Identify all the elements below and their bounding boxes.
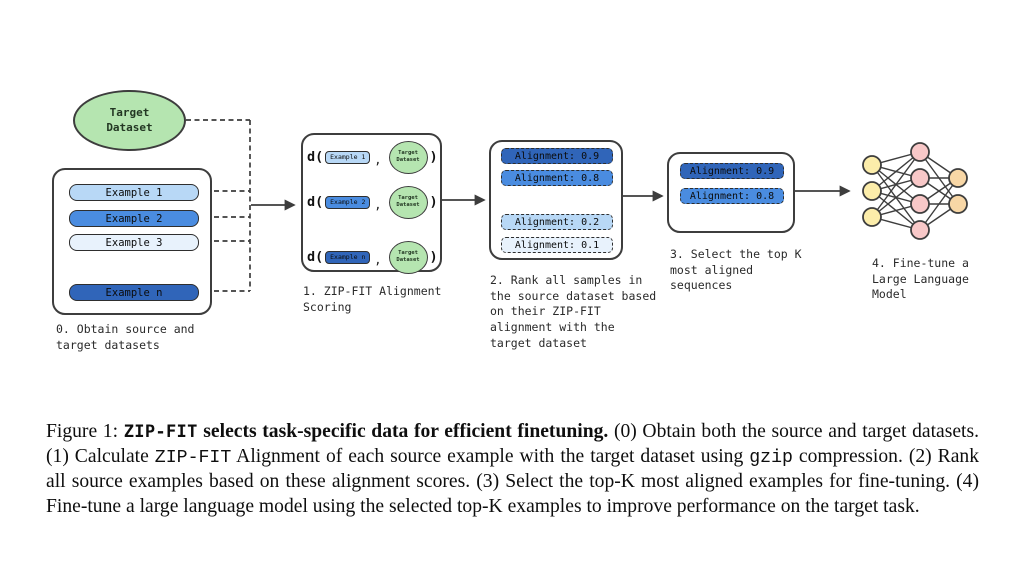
distance-close-paren: ) xyxy=(429,194,438,210)
example-pill: Example 3 xyxy=(69,234,199,251)
network-node xyxy=(910,194,930,214)
scoring-example-pill: Example n xyxy=(325,250,371,264)
alignment-pill-label: Alignment: 0.2 xyxy=(514,216,600,228)
target-dataset-ellipse: Target Dataset xyxy=(73,90,186,151)
scoring-row: d( Example 2 , Target Dataset ) xyxy=(307,184,440,220)
alignment-pill: Alignment: 0.8 xyxy=(680,188,784,204)
example-pill-label: Example n xyxy=(105,286,163,299)
alignment-pill-label: Alignment: 0.1 xyxy=(514,239,600,251)
distance-open-paren: d( xyxy=(307,149,324,165)
alignment-pill: Alignment: 0.2 xyxy=(501,214,613,230)
example-pill-label: Example 1 xyxy=(105,186,163,199)
example-pill: Example 2 xyxy=(69,210,199,227)
alignment-pill-label: Alignment: 0.8 xyxy=(514,172,600,184)
distance-close-paren: ) xyxy=(429,149,438,165)
network-node xyxy=(948,194,968,214)
rank-box: Alignment: 0.9 Alignment: 0.8 Alignment:… xyxy=(489,140,623,260)
distance-open-paren: d( xyxy=(307,249,324,265)
step2-caption: 2. Rank all samples in the source datase… xyxy=(490,273,657,350)
alignment-pill: Alignment: 0.1 xyxy=(501,237,613,253)
alignment-pill-label: Alignment: 0.8 xyxy=(689,190,775,202)
example-pill: Example 1 xyxy=(69,184,199,201)
alignment-pill: Alignment: 0.8 xyxy=(501,170,613,186)
network-node xyxy=(910,168,930,188)
example-pill-label: Example 2 xyxy=(105,212,163,225)
neural-network xyxy=(862,142,968,240)
step4-caption: 4. Fine-tune a Large Language Model xyxy=(872,256,969,302)
caption-segment: Alignment of each source example with th… xyxy=(231,445,750,467)
alignment-pill-label: Alignment: 0.9 xyxy=(514,150,600,162)
comma: , xyxy=(374,253,382,267)
caption-segment: gzip xyxy=(749,447,793,468)
alignment-pill: Alignment: 0.9 xyxy=(501,148,613,164)
caption-segment: selects task-specific data for efficient… xyxy=(197,421,609,442)
scoring-box: d( Example 1 , Target Dataset ) d( Examp… xyxy=(301,133,442,275)
caption-segment: ZIP-FIT xyxy=(154,447,232,468)
caption-segment: Figure 1: xyxy=(46,421,124,442)
alignment-pill-label: Alignment: 0.9 xyxy=(689,165,775,177)
distance-open-paren: d( xyxy=(307,194,324,210)
network-node xyxy=(862,181,882,201)
step1-caption: 1. ZIP-FIT Alignment Scoring xyxy=(303,284,442,314)
mini-target-ellipse: Target Dataset xyxy=(388,185,428,219)
comma: , xyxy=(374,153,382,167)
step0-caption: 0. Obtain source and target datasets xyxy=(56,322,195,352)
caption-segment: (0) Obtain both the source and target da… xyxy=(46,421,980,467)
mini-target-ellipse: Target Dataset xyxy=(388,240,428,274)
scoring-example-pill: Example 1 xyxy=(325,150,371,164)
scoring-example-pill: Example 2 xyxy=(325,195,371,209)
scoring-row: d( Example n , Target Dataset ) xyxy=(307,239,440,275)
example-pill: Example n xyxy=(69,284,199,301)
alignment-pill: Alignment: 0.9 xyxy=(680,163,784,179)
network-node xyxy=(862,207,882,227)
comma: , xyxy=(374,198,382,212)
mini-target-ellipse: Target Dataset xyxy=(388,140,428,174)
network-node xyxy=(862,155,882,175)
target-dataset-label: Target Dataset xyxy=(106,106,153,134)
select-box: Alignment: 0.9 Alignment: 0.8 xyxy=(667,152,795,233)
network-node xyxy=(910,142,930,162)
step3-caption: 3. Select the top K most aligned sequenc… xyxy=(670,247,802,293)
caption-segment: ZIP-FIT xyxy=(123,422,198,442)
network-node xyxy=(910,220,930,240)
example-pill-label: Example 3 xyxy=(105,236,163,249)
source-dataset-box: Example 1 Example 2 Example 3 Example n xyxy=(52,168,212,315)
figure-caption: Figure 1: ZIP-FIT selects task-specific … xyxy=(46,420,979,520)
caption-segment: compression. (2) Rank all source example… xyxy=(46,445,979,518)
network-node xyxy=(948,168,968,188)
scoring-row: d( Example 1 , Target Dataset ) xyxy=(307,139,440,175)
distance-close-paren: ) xyxy=(429,249,438,265)
